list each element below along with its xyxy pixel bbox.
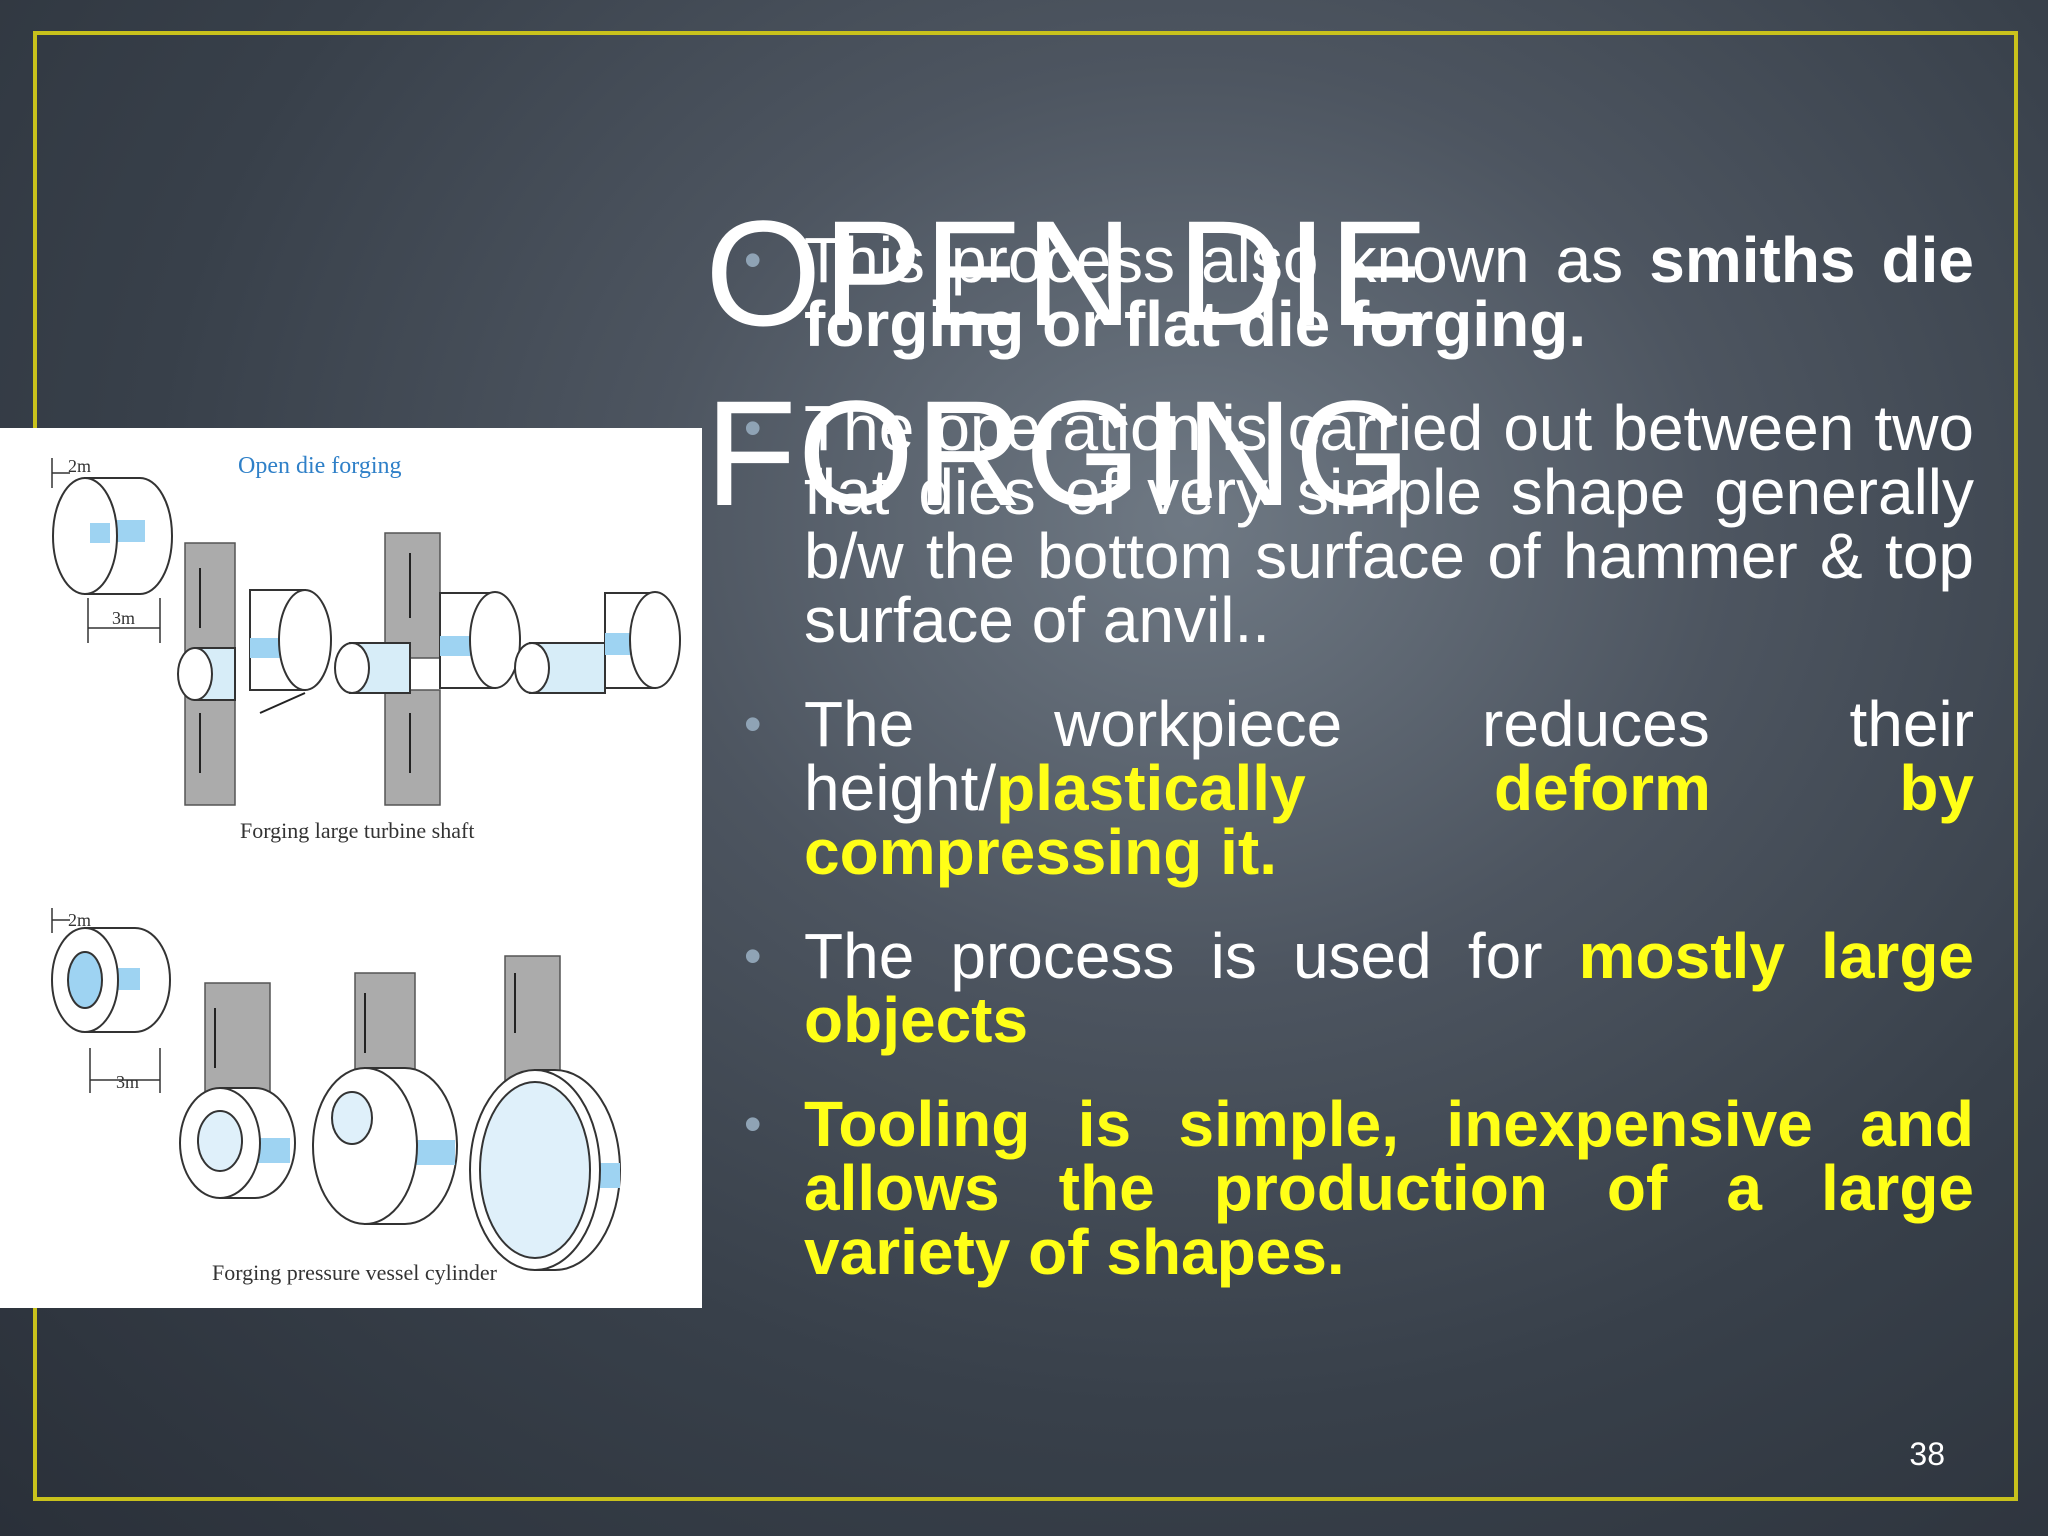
caption-pressure-vessel: Forging pressure vessel cylinder [212,1260,498,1285]
bullet-emphasis: smiths die forging or flat die forging. [804,224,1975,360]
page-number: 38 [1909,1436,1945,1472]
initial-ring-billet [51,927,171,1033]
slide-title: OPEN DIE FORGING [705,183,1465,543]
stage1-shaft [177,589,332,714]
dim-label-3m-bottom: 3m [116,1072,139,1092]
dim-label-2m-bottom: 2m [68,910,91,930]
ring-stage2 [312,972,458,1225]
bullet-item: The operation is carried out between two… [744,396,1974,652]
dim-label-2m-top: 2m [68,456,91,476]
initial-billet [52,477,173,595]
dim-label-3m-top: 3m [112,608,135,628]
stage2-dies [384,532,441,806]
ring-stage3 [469,955,621,1271]
bullet-highlight: mostly large objects [804,920,1975,1056]
ring-stage1 [179,982,296,1199]
caption-turbine-shaft: Forging large turbine shaft [240,818,474,843]
finished-shaft [514,591,681,694]
bullet-item: Tooling is simple, inexpensive and allow… [744,1092,1974,1284]
dimension-3m-top [87,598,161,643]
bullet-list: This process also known as smiths die fo… [744,228,1974,1324]
dimension-2m-top [51,458,70,488]
stage1-dies [184,542,236,806]
bullet-item: This process also known as smiths die fo… [744,228,1974,356]
bullet-item: The workpiece reduces their height/plast… [744,692,1974,884]
title-line-2: FORGING [705,368,1412,537]
figure-heading: Open die forging [238,453,402,479]
stage2-shaft [334,591,521,694]
dimension-2m-bottom [51,908,70,933]
title-line-1: OPEN DIE [705,188,1430,357]
bullet-item: The process is used for mostly large obj… [744,924,1974,1052]
bullet-highlight: plastically deform by compressing it. [804,752,1974,888]
bullet-highlight: Tooling is simple, inexpensive and allow… [804,1088,1974,1288]
forging-figure: Open die forging 2m 3m [0,428,702,1308]
dimension-3m-bottom [89,1048,161,1093]
